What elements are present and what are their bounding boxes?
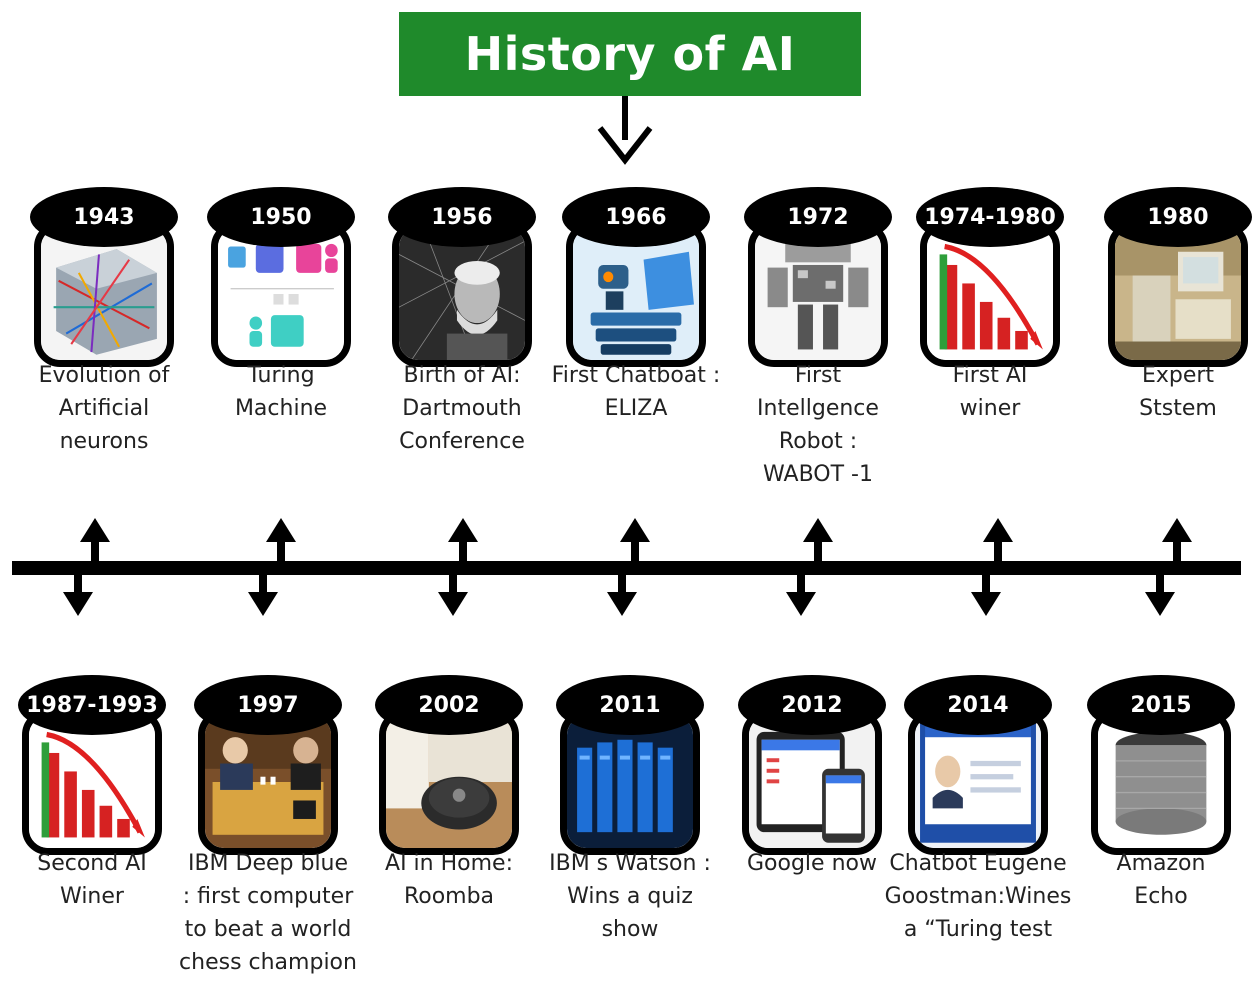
event-caption: AI in Home: Roomba <box>385 851 513 909</box>
down-connector-arrowhead <box>786 592 816 616</box>
year-label: 2014 <box>904 675 1052 735</box>
year-label: 1980 <box>1104 187 1252 247</box>
up-connector-arrowhead <box>1162 518 1192 542</box>
event-caption: Expert Ststem <box>1139 363 1217 421</box>
down-connector-arrowhead <box>1145 592 1175 616</box>
event-caption: Google now <box>747 851 877 876</box>
up-connector-arrowhead <box>266 518 296 542</box>
year-label: 1966 <box>562 187 710 247</box>
down-connector-arrowhead <box>438 592 468 616</box>
event-caption: IBM s Watson : Wins a quiz show <box>549 851 711 942</box>
year-label: 2012 <box>738 675 886 735</box>
title-banner: History of AI <box>399 12 861 96</box>
up-connector-arrowhead <box>80 518 110 542</box>
event-image-frame <box>742 709 882 855</box>
event-caption: Chatbot Eugene Goostman:Wines a “Turing … <box>884 851 1072 942</box>
year-label: 1974-1980 <box>916 187 1064 247</box>
year-label: 2002 <box>375 675 523 735</box>
year-label: 1950 <box>207 187 355 247</box>
year-label: 2015 <box>1087 675 1235 735</box>
event-caption: First Chatboat : ELIZA <box>551 363 721 421</box>
event-image-frame <box>379 709 519 855</box>
chess-match-image <box>205 716 331 848</box>
event-caption: Evolution of Artificial neurons <box>38 363 170 454</box>
server-racks-image <box>567 716 693 848</box>
down-connector-arrowhead <box>607 592 637 616</box>
turing-diagram-image <box>218 228 344 360</box>
devices-image <box>749 716 875 848</box>
chatbot-screen-image <box>915 716 1041 848</box>
computer-room-image <box>1115 228 1241 360</box>
year-label: 1997 <box>194 675 342 735</box>
declining-chart-image <box>29 716 155 848</box>
year-label: 1972 <box>744 187 892 247</box>
timeline-connectors <box>63 518 1192 616</box>
event-image-frame <box>920 221 1060 367</box>
event-caption: First Intellgence Robot : WABOT -1 <box>757 363 879 487</box>
down-connector-arrowhead <box>63 592 93 616</box>
down-connector-arrowhead <box>248 592 278 616</box>
year-label: 1956 <box>388 187 536 247</box>
declining-chart-image <box>927 228 1053 360</box>
echo-speaker-image <box>1098 716 1224 848</box>
event-image-frame <box>22 709 162 855</box>
year-label: 1943 <box>30 187 178 247</box>
up-connector-arrowhead <box>620 518 650 542</box>
up-connector-arrowhead <box>803 518 833 542</box>
portrait-image <box>399 228 525 360</box>
year-label: 2011 <box>556 675 704 735</box>
event-caption: Second AI Winer <box>37 851 147 909</box>
year-label: 1987-1993 <box>18 675 166 735</box>
title-arrow-head <box>597 126 653 165</box>
up-connector-arrowhead <box>448 518 478 542</box>
roomba-image <box>386 716 512 848</box>
event-caption: IBM Deep blue : first computer to beat a… <box>179 851 357 975</box>
neuron-cube-image <box>41 228 167 360</box>
event-image-frame <box>34 221 174 367</box>
event-caption: First AI winer <box>952 363 1028 421</box>
up-connector-arrowhead <box>983 518 1013 542</box>
event-caption: Birth of AI: Dartmouth Conference <box>399 363 525 454</box>
diagram-title: History of AI <box>464 27 796 81</box>
event-image-frame <box>198 709 338 855</box>
wabot-robot-image <box>755 228 881 360</box>
event-caption: Amazon Echo <box>1116 851 1206 909</box>
robot-laptop-image <box>573 228 699 360</box>
event-caption: Turing Machine <box>234 363 328 421</box>
event-image-frame <box>392 221 532 367</box>
timeline-event: 2002 AI in Home: Roomba <box>359 675 539 995</box>
down-connector-arrowhead <box>971 592 1001 616</box>
